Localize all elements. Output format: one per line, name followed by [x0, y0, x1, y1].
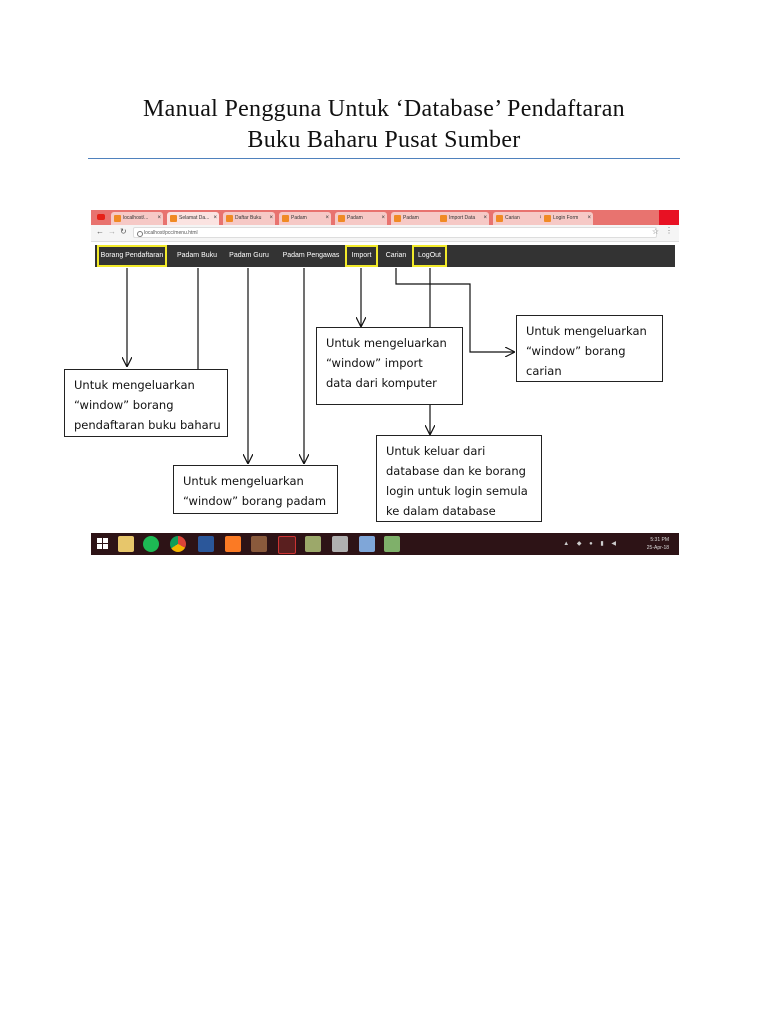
app-icon[interactable]: [278, 536, 296, 554]
close-tab-icon[interactable]: ×: [483, 215, 487, 221]
close-tab-icon[interactable]: ×: [269, 215, 273, 221]
reload-icon[interactable]: ↻: [120, 227, 127, 236]
callout-pendaftaran: Untuk mengeluarkan “window” borang penda…: [64, 369, 228, 437]
youtube-icon: [97, 214, 105, 220]
callout-text: Untuk keluar dari: [386, 444, 486, 458]
system-tray-icons[interactable]: ▲ ◆ ● ▮ ◀: [563, 541, 619, 547]
tab-label: Daftar Buku: [235, 215, 262, 221]
close-tab-icon[interactable]: ×: [381, 215, 385, 221]
tab-favicon-icon: [496, 215, 503, 222]
tab-favicon-icon: [338, 215, 345, 222]
callout-text: “window” borang: [526, 344, 626, 358]
address-bar: ← → ↻ localhost/pcc/menu.html ☆ ⋮: [91, 225, 679, 242]
menu-borang-pendaftaran[interactable]: Borang Pendaftaran: [97, 245, 167, 267]
printer-icon[interactable]: [332, 536, 348, 552]
windows-icon[interactable]: [97, 538, 109, 550]
paint-icon[interactable]: [384, 536, 400, 552]
window-close-button[interactable]: [659, 210, 679, 225]
callout-import: Untuk mengeluarkan “window” import data …: [316, 327, 463, 405]
menu-carian[interactable]: Carian: [385, 252, 407, 259]
callout-text: ke dalam database: [386, 504, 496, 518]
title-line-1: Manual Pengguna Untuk ‘Database’ Pendaft…: [143, 96, 625, 122]
spotify-icon[interactable]: [143, 536, 159, 552]
tab-favicon-icon: [114, 215, 121, 222]
tab-favicon-icon: [226, 215, 233, 222]
close-tab-icon[interactable]: ×: [157, 215, 161, 221]
browser-tab[interactable]: Import Data ×: [437, 212, 489, 225]
tab-favicon-icon: [394, 215, 401, 222]
browser-tab-strip: localhost/...× Selamat Da...× Daftar Buk…: [91, 210, 679, 225]
more-menu-icon[interactable]: ⋮: [665, 226, 673, 235]
menu-padam-buku[interactable]: Padam Buku: [176, 252, 218, 259]
callout-padam: Untuk mengeluarkan “window” borang padam: [173, 465, 338, 514]
info-icon: [137, 231, 143, 237]
clock-time: 5:31 PM: [650, 537, 669, 543]
callout-text: “window” borang padam: [183, 494, 327, 508]
tab-label: Login Form: [553, 215, 579, 221]
tab-favicon-icon: [544, 215, 551, 222]
chrome-icon[interactable]: [170, 536, 186, 552]
callout-text: Untuk mengeluarkan: [326, 336, 447, 350]
menu-padam-guru[interactable]: Padam Guru: [229, 252, 269, 259]
tab-label: Padam: [347, 215, 363, 221]
arrow-left-icon[interactable]: ←: [96, 227, 104, 236]
close-tab-icon[interactable]: ×: [213, 215, 217, 221]
notepad-icon[interactable]: [359, 536, 375, 552]
callout-text: Untuk mengeluarkan: [183, 474, 304, 488]
media-player-icon[interactable]: [305, 536, 321, 552]
title-line-2: Buku Baharu Pusat Sumber: [247, 127, 521, 153]
url-input[interactable]: localhost/pcc/menu.html: [133, 227, 657, 238]
tab-label: Import Data: [449, 215, 476, 221]
callout-text: “window” import: [326, 356, 423, 370]
url-text: localhost/pcc/menu.html: [144, 230, 198, 236]
menu-logout[interactable]: LogOut: [412, 245, 447, 267]
file-explorer-icon[interactable]: [118, 536, 134, 552]
browser-tab[interactable]: Login Form ×: [541, 212, 593, 225]
browser-screenshot: localhost/...× Selamat Da...× Daftar Buk…: [91, 210, 679, 555]
close-tab-icon[interactable]: ×: [587, 215, 591, 221]
word-icon[interactable]: [198, 536, 214, 552]
bookmark-star-icon[interactable]: ☆: [651, 227, 659, 236]
tab-label: Carian: [505, 215, 520, 221]
arrow-right-icon[interactable]: →: [108, 227, 116, 236]
menu-import[interactable]: Import: [345, 245, 378, 267]
image-viewer-icon[interactable]: [251, 536, 267, 552]
clock-date: 25-Apr-18: [646, 545, 669, 551]
windows-taskbar: ▲ ◆ ● ▮ ◀ 5:31 PM 25-Apr-18: [91, 533, 679, 555]
menu-padam-pengawas[interactable]: Padam Pengawas: [282, 252, 340, 259]
arrow-carian: [395, 268, 514, 352]
tab-favicon-icon: [440, 215, 447, 222]
tab-favicon-icon: [282, 215, 289, 222]
tab-label: Selamat Da...: [179, 215, 210, 221]
callout-text: database dan ke borang: [386, 464, 526, 478]
callout-logout: Untuk keluar dari database dan ke borang…: [376, 435, 542, 522]
taskbar-clock[interactable]: 5:31 PM 25-Apr-18: [647, 536, 669, 552]
tab-label: Padam: [291, 215, 307, 221]
callout-text: pendaftaran buku baharu: [74, 418, 221, 432]
browser-tab[interactable]: Daftar Buku ×: [223, 212, 275, 225]
xampp-icon[interactable]: [225, 536, 241, 552]
app-menu-bar: Borang Pendaftaran Padam Buku Padam Guru…: [95, 245, 675, 267]
close-tab-icon[interactable]: ×: [325, 215, 329, 221]
tab-label: Padam: [403, 215, 419, 221]
tab-label: localhost/...: [123, 215, 149, 221]
callout-carian: Untuk mengeluarkan “window” borang caria…: [516, 315, 663, 382]
tab-favicon-icon: [170, 215, 177, 222]
browser-tab-active[interactable]: Selamat Da...×: [167, 212, 219, 225]
callout-text: Untuk mengeluarkan: [526, 324, 647, 338]
callout-text: login untuk login semula: [386, 484, 528, 498]
callout-text: “window” borang: [74, 398, 174, 412]
callout-text: data dari komputer: [326, 376, 437, 390]
browser-tab[interactable]: localhost/... ×: [111, 212, 163, 225]
callout-text: carian: [526, 364, 562, 378]
browser-tab[interactable]: Padam ×: [335, 212, 387, 225]
title-divider: [88, 158, 680, 159]
document-title: Manual Pengguna Untuk ‘Database’ Pendaft…: [60, 94, 708, 156]
callout-text: Untuk mengeluarkan: [74, 378, 195, 392]
browser-tab[interactable]: Padam ×: [279, 212, 331, 225]
